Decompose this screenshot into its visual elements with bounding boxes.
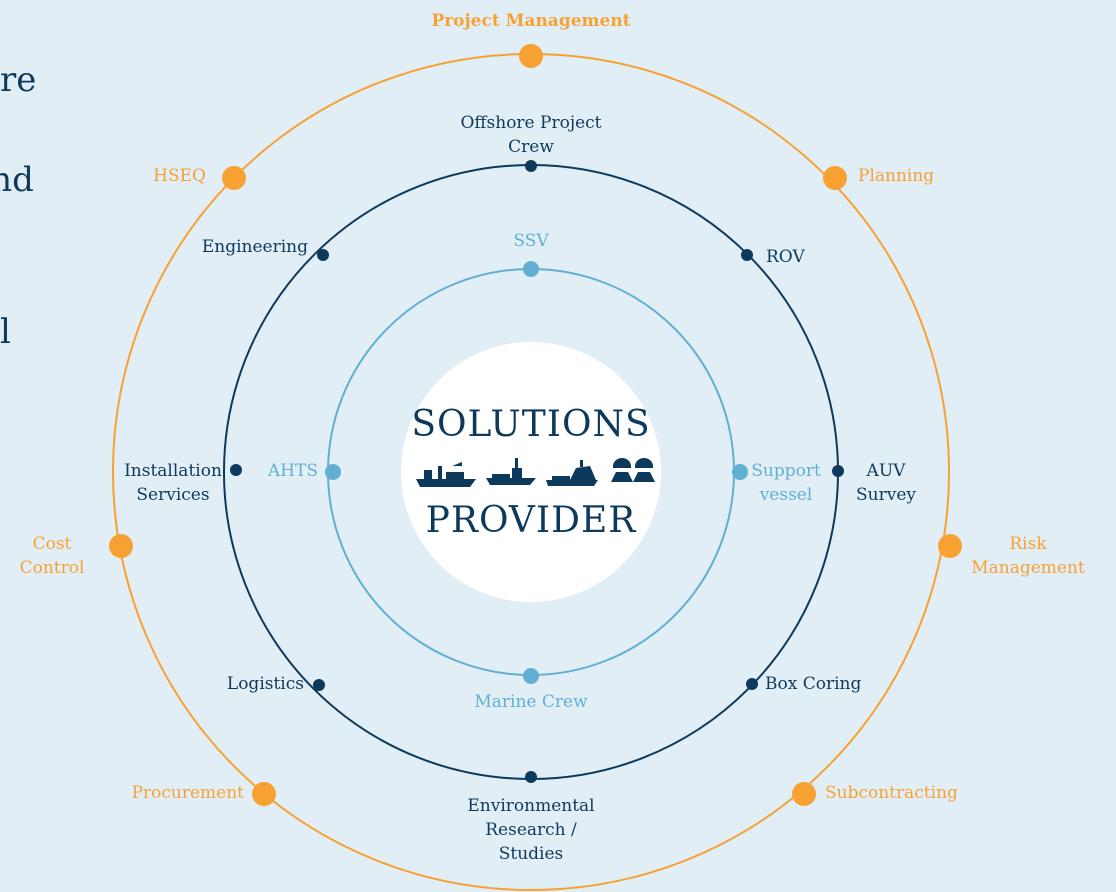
dot-ahts [325,464,341,480]
center-disc [401,342,661,602]
boat-icon [546,460,598,486]
label-rov: ROV [766,247,805,267]
dot-engineering [317,249,329,261]
dot-environmental [525,771,537,783]
label-offshore-project-crew: Offshore Project Crew [460,113,602,157]
label-ahts: AHTS [267,461,318,481]
label-cost-control: Cost Control [19,534,85,578]
label-installation: Installation Services [124,461,222,505]
label-logistics: Logistics [226,674,304,694]
dot-marine-crew [523,668,539,684]
label-project-management: Project Management [431,11,631,31]
label-marine-crew: Marine Crew [474,692,588,712]
dot-installation [230,464,242,476]
label-planning: Planning [858,166,935,186]
dot-logistics [313,679,325,691]
label-environmental: Environmental Research / Studies [467,796,595,864]
label-ssv: SSV [513,231,549,251]
dot-auv-survey [832,465,844,477]
bg-fragment-1: re [0,60,37,100]
bg-fragment-2: and [0,160,34,200]
center-title-top: SOLUTIONS [411,404,651,445]
center-title-bottom: PROVIDER [425,500,637,541]
dot-cost-control [109,534,133,558]
label-support-vessel: Support vessel [751,461,821,505]
label-box-coring: Box Coring [765,674,862,694]
dot-risk-management [938,534,962,558]
dot-hseq [222,166,246,190]
dot-offshore-project-crew [525,160,537,172]
dot-subcontracting [792,782,816,806]
ship-icon [486,458,536,485]
crew-icon [611,458,655,482]
bg-fragment-3: l [0,312,11,352]
dot-rov [741,249,753,261]
label-auv-survey: AUV Survey [856,461,916,505]
label-risk-management: Risk Management [971,534,1085,578]
dot-support-vessel [732,464,748,480]
dot-procurement [252,782,276,806]
vessel-icon [416,462,476,487]
label-hseq: HSEQ [153,166,206,186]
label-subcontracting: Subcontracting [825,783,958,803]
dot-ssv [523,261,539,277]
label-procurement: Procurement [131,783,244,803]
dot-box-coring [746,678,758,690]
label-engineering: Engineering [201,237,308,257]
dot-project-management [519,44,543,68]
dot-planning [823,166,847,190]
